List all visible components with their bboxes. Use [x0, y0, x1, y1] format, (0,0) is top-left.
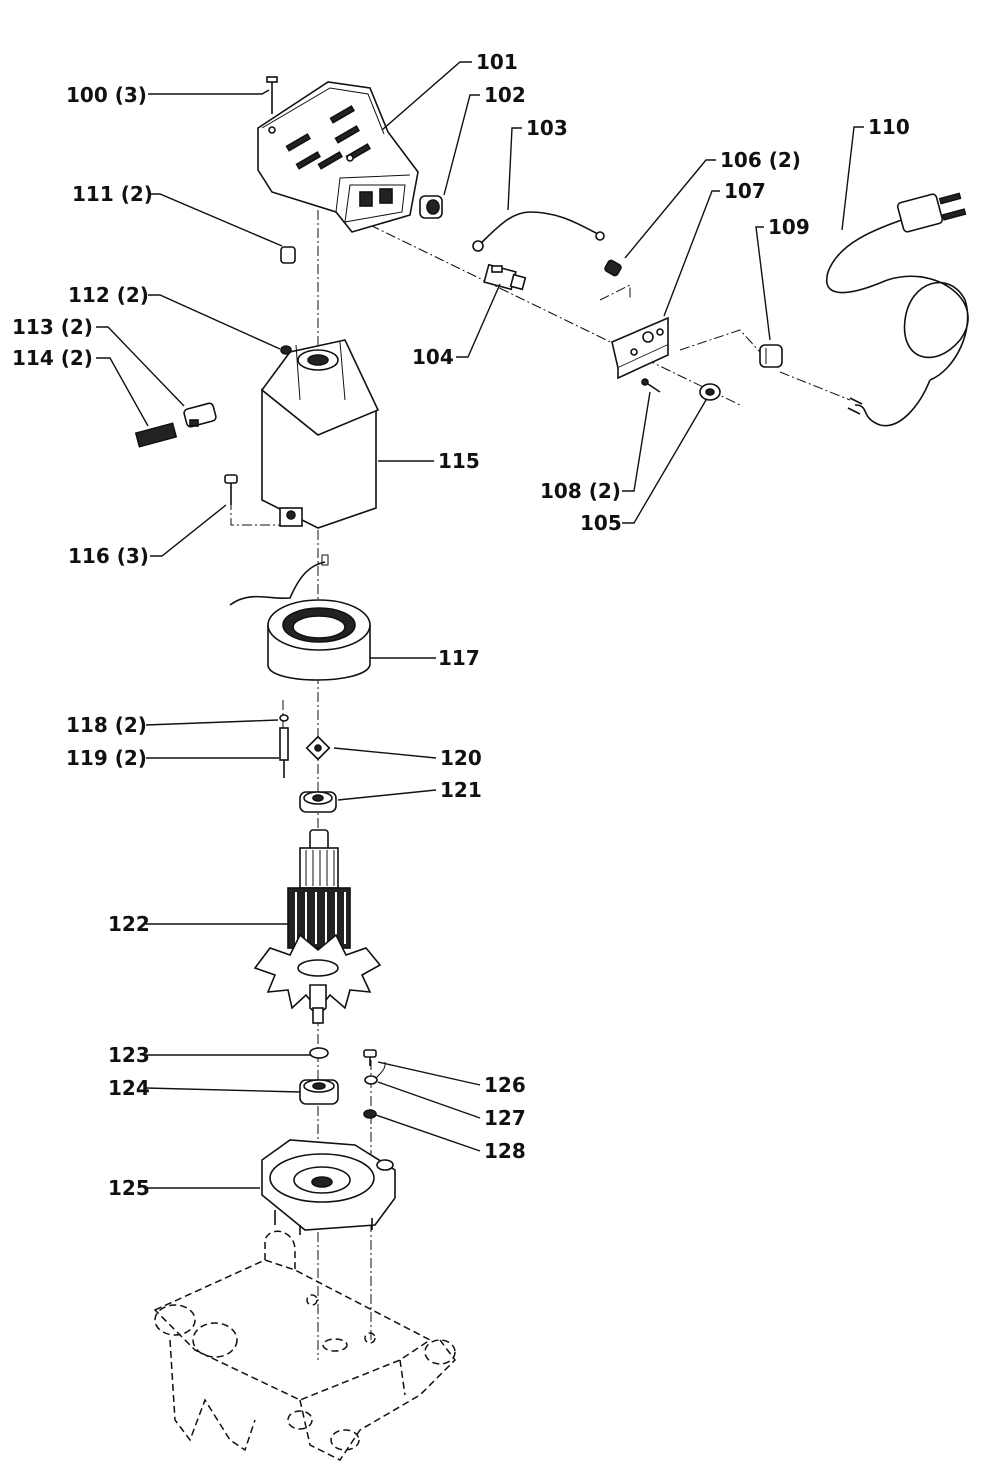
- leader-lines: [96, 61, 864, 1189]
- part-102-bushing: [419, 195, 443, 219]
- label-106: 106 (2): [720, 148, 801, 172]
- label-100: 100 (3): [66, 83, 147, 107]
- label-123: 123: [108, 1043, 150, 1067]
- part-112-washer: [280, 345, 292, 355]
- label-108: 108 (2): [540, 479, 621, 503]
- part-104-switch: [483, 263, 527, 291]
- label-122: 122: [108, 912, 150, 936]
- label-113: 113 (2): [12, 315, 93, 339]
- label-102: 102: [484, 83, 526, 107]
- part-106-screw: [604, 259, 622, 277]
- part-121-ball-bearing: [299, 791, 337, 813]
- label-116: 116 (3): [68, 544, 149, 568]
- label-107: 107: [724, 179, 766, 203]
- label-111: 111 (2): [72, 182, 153, 206]
- part-123-retaining-ring: [309, 1047, 329, 1059]
- part-127-ground-terminal: [364, 1061, 386, 1085]
- label-127: 127: [484, 1106, 526, 1130]
- label-104: 104: [412, 345, 454, 369]
- part-109-strain-relief: [759, 344, 783, 368]
- label-105: 105: [580, 511, 622, 535]
- label-117: 117: [438, 646, 480, 670]
- label-101: 101: [476, 50, 518, 74]
- part-111-nut: [280, 246, 296, 264]
- label-128: 128: [484, 1139, 526, 1163]
- label-120: 120: [440, 746, 482, 770]
- part-124-ball-bearing: [299, 1079, 339, 1105]
- part-128-lock-washer: [363, 1109, 377, 1119]
- part-100-screw: [266, 76, 278, 114]
- label-124: 124: [108, 1076, 150, 1100]
- label-114: 114 (2): [12, 346, 93, 370]
- part-114-brush: [134, 422, 178, 448]
- label-121: 121: [440, 778, 482, 802]
- label-112: 112 (2): [68, 283, 149, 307]
- part-115-motor-housing: [260, 339, 380, 529]
- label-109: 109: [768, 215, 810, 239]
- part-126-screw: [363, 1049, 377, 1066]
- part-108-screws: [641, 378, 661, 393]
- label-110: 110: [868, 115, 910, 139]
- label-125: 125: [108, 1176, 150, 1200]
- part-113-brush-holder: [183, 402, 217, 428]
- part-103-lead-wire: [472, 211, 605, 252]
- part-125-end-bell: [261, 1139, 396, 1235]
- router-base-phantom: [153, 1230, 456, 1461]
- label-115: 115: [438, 449, 480, 473]
- part-120-bearing-bracket: [305, 735, 331, 761]
- part-117-field-stator: [229, 554, 371, 681]
- part-110-power-cord: [825, 192, 969, 427]
- part-119-screw: [279, 727, 289, 778]
- label-119: 119 (2): [66, 746, 147, 770]
- label-126: 126: [484, 1073, 526, 1097]
- label-118: 118 (2): [66, 713, 147, 737]
- part-107-switch-plate: [611, 316, 669, 380]
- callout-labels: 100 (3) 101 102 103 106 (2) 107 109 110 …: [12, 50, 910, 1200]
- part-105-washer: [699, 383, 721, 401]
- part-116-screw: [224, 474, 238, 505]
- part-122-armature: [253, 829, 382, 1024]
- label-103: 103: [526, 116, 568, 140]
- part-101-switch-housing: [257, 81, 419, 233]
- part-118-washer: [279, 714, 289, 722]
